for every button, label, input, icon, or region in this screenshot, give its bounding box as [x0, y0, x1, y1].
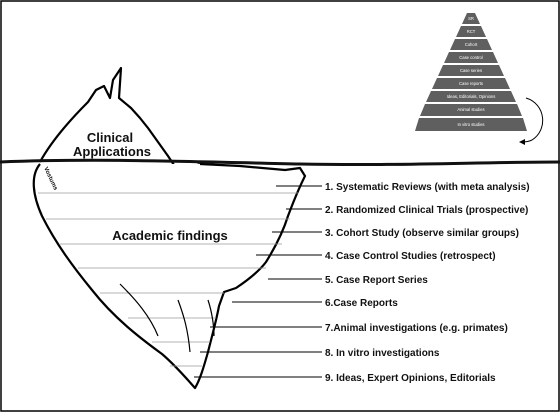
pyramid-tier-4: [444, 52, 498, 63]
pyramid-label-7: Ideas, Editorials, Opinions: [447, 94, 496, 99]
level-label-9: 9. Ideas, Expert Opinions, Editorials: [325, 373, 496, 384]
pyramid-tier-3: [450, 39, 492, 50]
evidence-pyramid: [415, 13, 527, 131]
crack-1: [119, 283, 159, 337]
curved-arrow: [519, 97, 544, 145]
pyramid-tier-8: [420, 104, 522, 116]
clinical-label-line2: Applications: [73, 144, 151, 159]
pyramid-tier-6: [432, 78, 510, 89]
pyramid-label-8: Animal studies: [457, 107, 484, 112]
iceberg-tip: [39, 66, 201, 172]
pyramid-label-2: RCT: [467, 29, 476, 34]
water-line: [0, 158, 560, 167]
pyramid-label-9: In vitro studies: [458, 122, 485, 127]
level-label-8: 8. In vitro investigations: [325, 348, 440, 359]
crack-3: [207, 299, 215, 337]
level-label-7: 7.Animal investigations (e.g. primates): [325, 323, 508, 334]
pyramid-tier-1: [462, 13, 480, 24]
academic-findings-label: Academic findings: [112, 228, 228, 243]
level-label-1: 1. Systematic Reviews (with meta analysi…: [325, 182, 530, 193]
pointer-lines: [194, 185, 322, 378]
pyramid-label-1: SR: [468, 16, 474, 21]
pyramid-label-5: Case series: [460, 68, 482, 73]
pyramid-tier-7: [426, 91, 516, 102]
level-label-2: 2. Randomized Clinical Trials (prospecti…: [325, 205, 528, 216]
pyramid-tier-5: [438, 65, 504, 76]
level-label-3: 3. Cohort Study (observe similar groups): [325, 228, 519, 239]
iceberg-level-lines: [38, 192, 298, 367]
iceberg-body: [32, 162, 307, 390]
level-label-6: 6.Case Reports: [325, 298, 398, 309]
iceberg-cracks: [119, 283, 215, 353]
crack-2: [177, 299, 191, 353]
pyramid-label-6: Case reports: [459, 81, 483, 86]
level-label-4: 4. Case Control Studies (retrospect): [325, 251, 496, 262]
clinical-label-line1: Clinical: [87, 130, 133, 145]
pyramid-tier-2: [456, 26, 486, 37]
pyramid-labels: SR RCT Cohort Case control Case series C…: [447, 16, 496, 127]
level-labels: 1. Systematic Reviews (with meta analysi…: [325, 182, 530, 384]
pyramid-label-3: Cohort: [465, 42, 478, 47]
pyramid-label-4: Case control: [459, 55, 483, 60]
pyramid-tier-9: [415, 118, 527, 131]
level-label-5: 5. Case Report Series: [325, 275, 428, 286]
